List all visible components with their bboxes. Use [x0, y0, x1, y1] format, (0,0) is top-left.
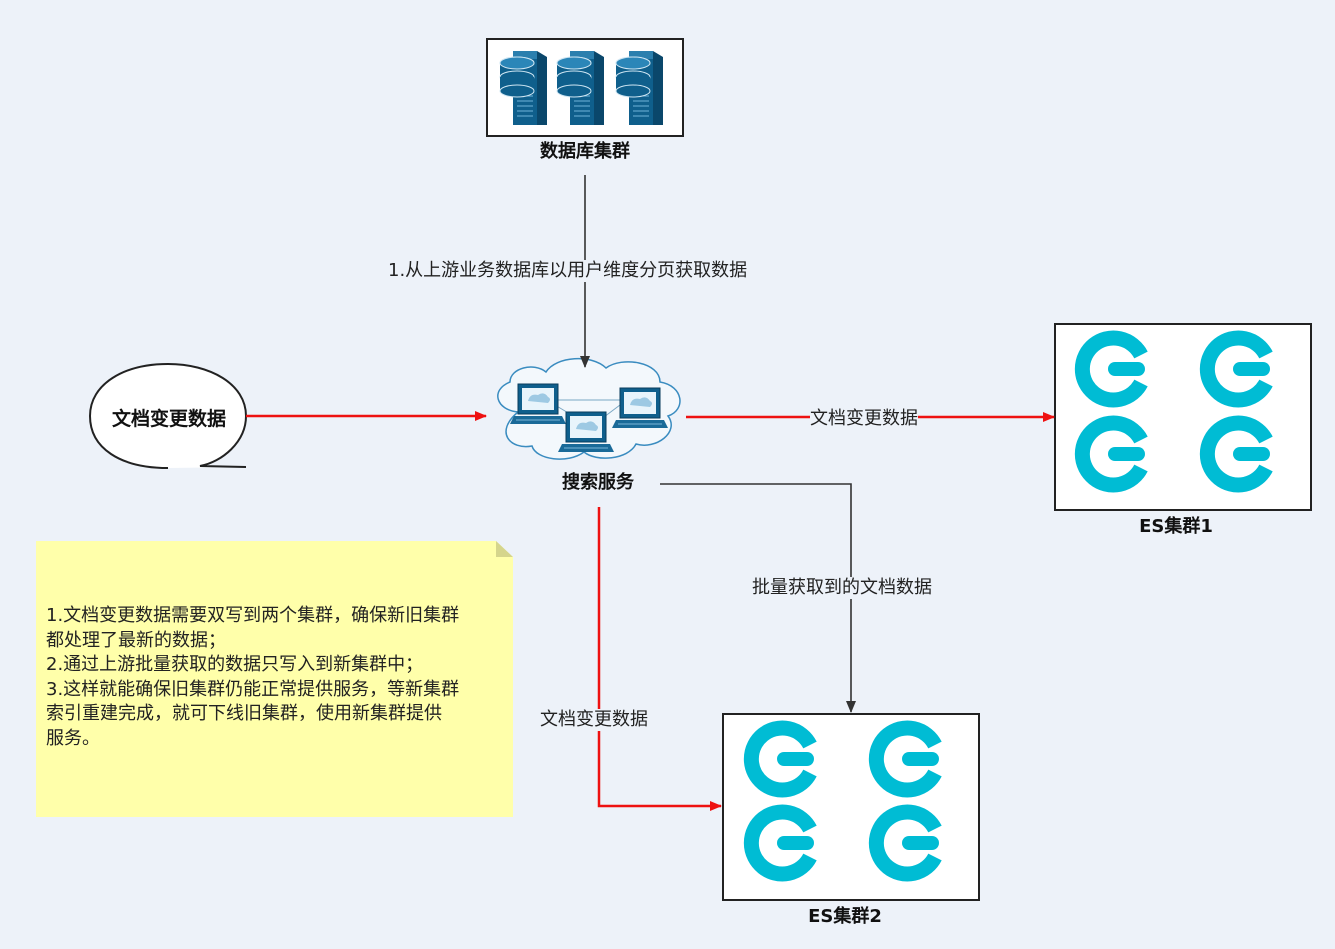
es-cluster-2-node [722, 713, 980, 901]
es-cluster-1-title: ES集群1 [1139, 516, 1213, 537]
search-service-node [497, 357, 681, 460]
computer-terminal-icon [611, 387, 669, 429]
db-cluster-title: 数据库集群 [540, 141, 630, 162]
edge-search-to-es2-batch [660, 483, 856, 713]
note-line: 都处理了最新的数据； [46, 629, 226, 651]
note-line: 1.文档变更数据需要双写到两个集群，确保新旧集群 [46, 605, 460, 626]
doc-change-source-node [88, 362, 248, 469]
edge-label-search-to-es2-batch: 批量获取到的文档数据 [752, 577, 932, 599]
sticky-note-text: 1.文档变更数据需要双写到两个集群，确保新旧集群 都处理了最新的数据； 2.通过… [46, 604, 516, 751]
computer-terminal-icon [509, 383, 567, 425]
edge-label-search-to-es2-change: 文档变更数据 [540, 709, 648, 731]
es-cluster-1-node [1054, 323, 1312, 511]
computer-terminal-icon [557, 411, 615, 453]
edge-search-to-es2-change [597, 507, 722, 811]
es-cluster-2-title: ES集群2 [808, 906, 882, 927]
note-line: 索引重建完成，就可下线旧集群，使用新集群提供 [46, 703, 442, 724]
search-service-title: 搜索服务 [562, 472, 634, 493]
note-line: 服务。 [46, 727, 100, 749]
edge-label-search-to-es1: 文档变更数据 [810, 408, 918, 430]
note-line: 2.通过上游批量获取的数据只写入到新集群中； [46, 654, 424, 675]
sticky-note [36, 541, 513, 817]
edge-label-db-to-search: 1.从上游业务数据库以用户维度分页获取数据 [388, 260, 748, 282]
database-cluster-node [486, 38, 684, 137]
note-line: 3.这样就能确保旧集群仍能正常提供服务，等新集群 [46, 678, 460, 700]
doc-change-source-label: 文档变更数据 [111, 408, 226, 430]
